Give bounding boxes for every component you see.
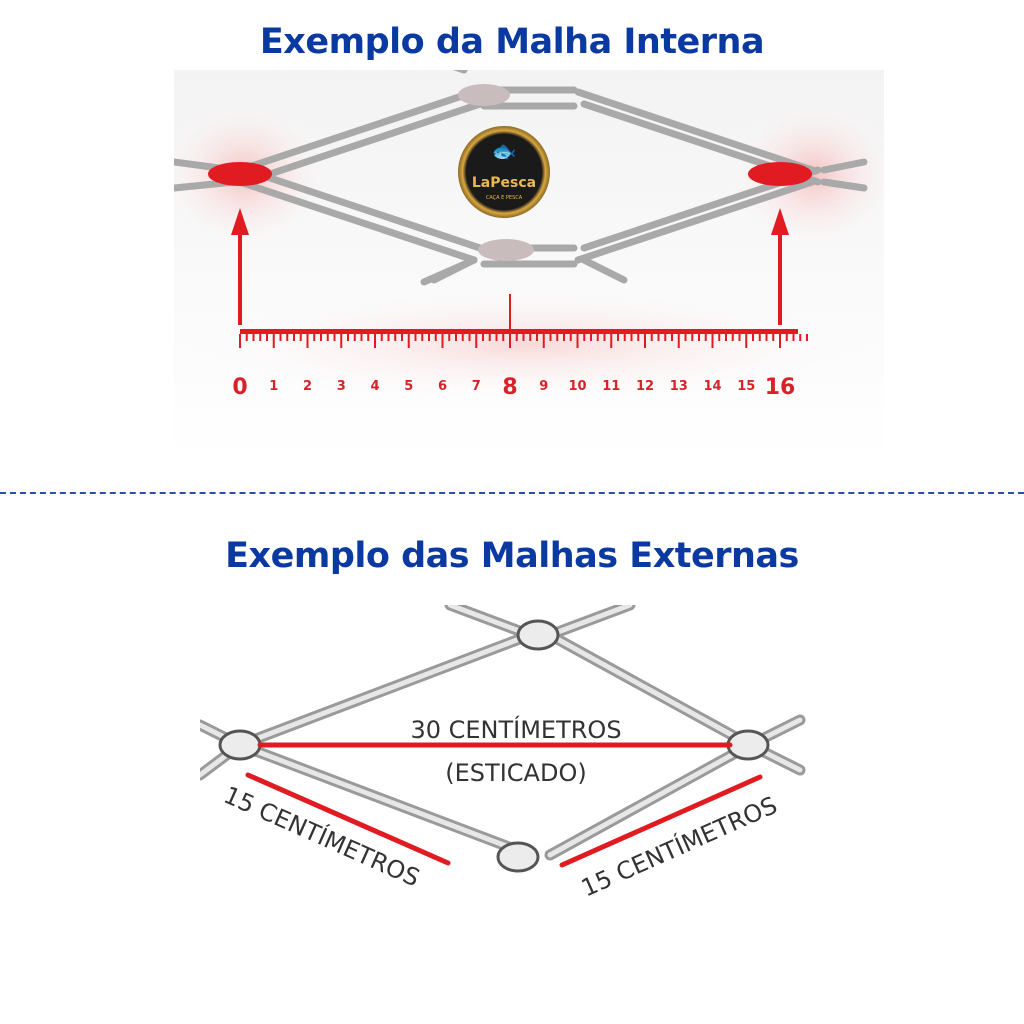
knot-top (458, 84, 510, 106)
knot-left (218, 729, 262, 761)
ruler-label: 8 (502, 375, 517, 400)
ruler-label: 11 (602, 379, 620, 394)
logo-badge: 🐟 LaPesca CAÇA E PESCA (458, 126, 550, 218)
knot-bottom (478, 239, 534, 261)
ruler-label: 1 (269, 379, 278, 394)
knot-top (516, 619, 560, 651)
ruler-label: 6 (438, 379, 447, 394)
ruler-label: 7 (472, 379, 481, 394)
right-measure-point (748, 162, 812, 186)
stretched-label-line1: 30 CENTÍMETROS (410, 715, 621, 744)
ruler-label: 9 (539, 379, 548, 394)
ruler-label: 13 (670, 379, 688, 394)
ruler-label: 14 (703, 379, 721, 394)
section-divider (0, 492, 1024, 494)
measure-lines (245, 742, 763, 868)
outer-mesh-title: Exemplo das Malhas Externas (225, 536, 799, 576)
ruler-label: 3 (337, 379, 346, 394)
ruler-label: 15 (737, 379, 755, 394)
ruler-label: 2 (303, 379, 312, 394)
ruler-glow (174, 285, 884, 405)
knot-bottom (496, 841, 540, 873)
fish-icon: 🐟 (492, 139, 517, 163)
logo-tagline: CAÇA E PESCA (486, 195, 523, 201)
knot-right (726, 729, 770, 761)
stretched-label-line2: (ESTICADO) (445, 759, 586, 787)
ruler-label: 10 (568, 379, 586, 394)
outer-mesh-diagram: 30 CENTÍMETROS (ESTICADO) 15 CENTÍMETROS… (200, 605, 806, 902)
arrows (231, 208, 789, 325)
ruler-label: 12 (636, 379, 654, 394)
ruler-label: 4 (370, 379, 379, 394)
ruler-label: 0 (232, 375, 247, 400)
logo-name: LaPesca (472, 175, 536, 191)
side-left-label: 15 CENTÍMETROS (220, 780, 425, 892)
ruler-label: 16 (765, 375, 796, 400)
rope-net (200, 605, 806, 873)
inner-mesh-title: Exemplo da Malha Interna (259, 22, 765, 62)
left-measure-point (208, 162, 272, 186)
ruler-label: 5 (404, 379, 413, 394)
